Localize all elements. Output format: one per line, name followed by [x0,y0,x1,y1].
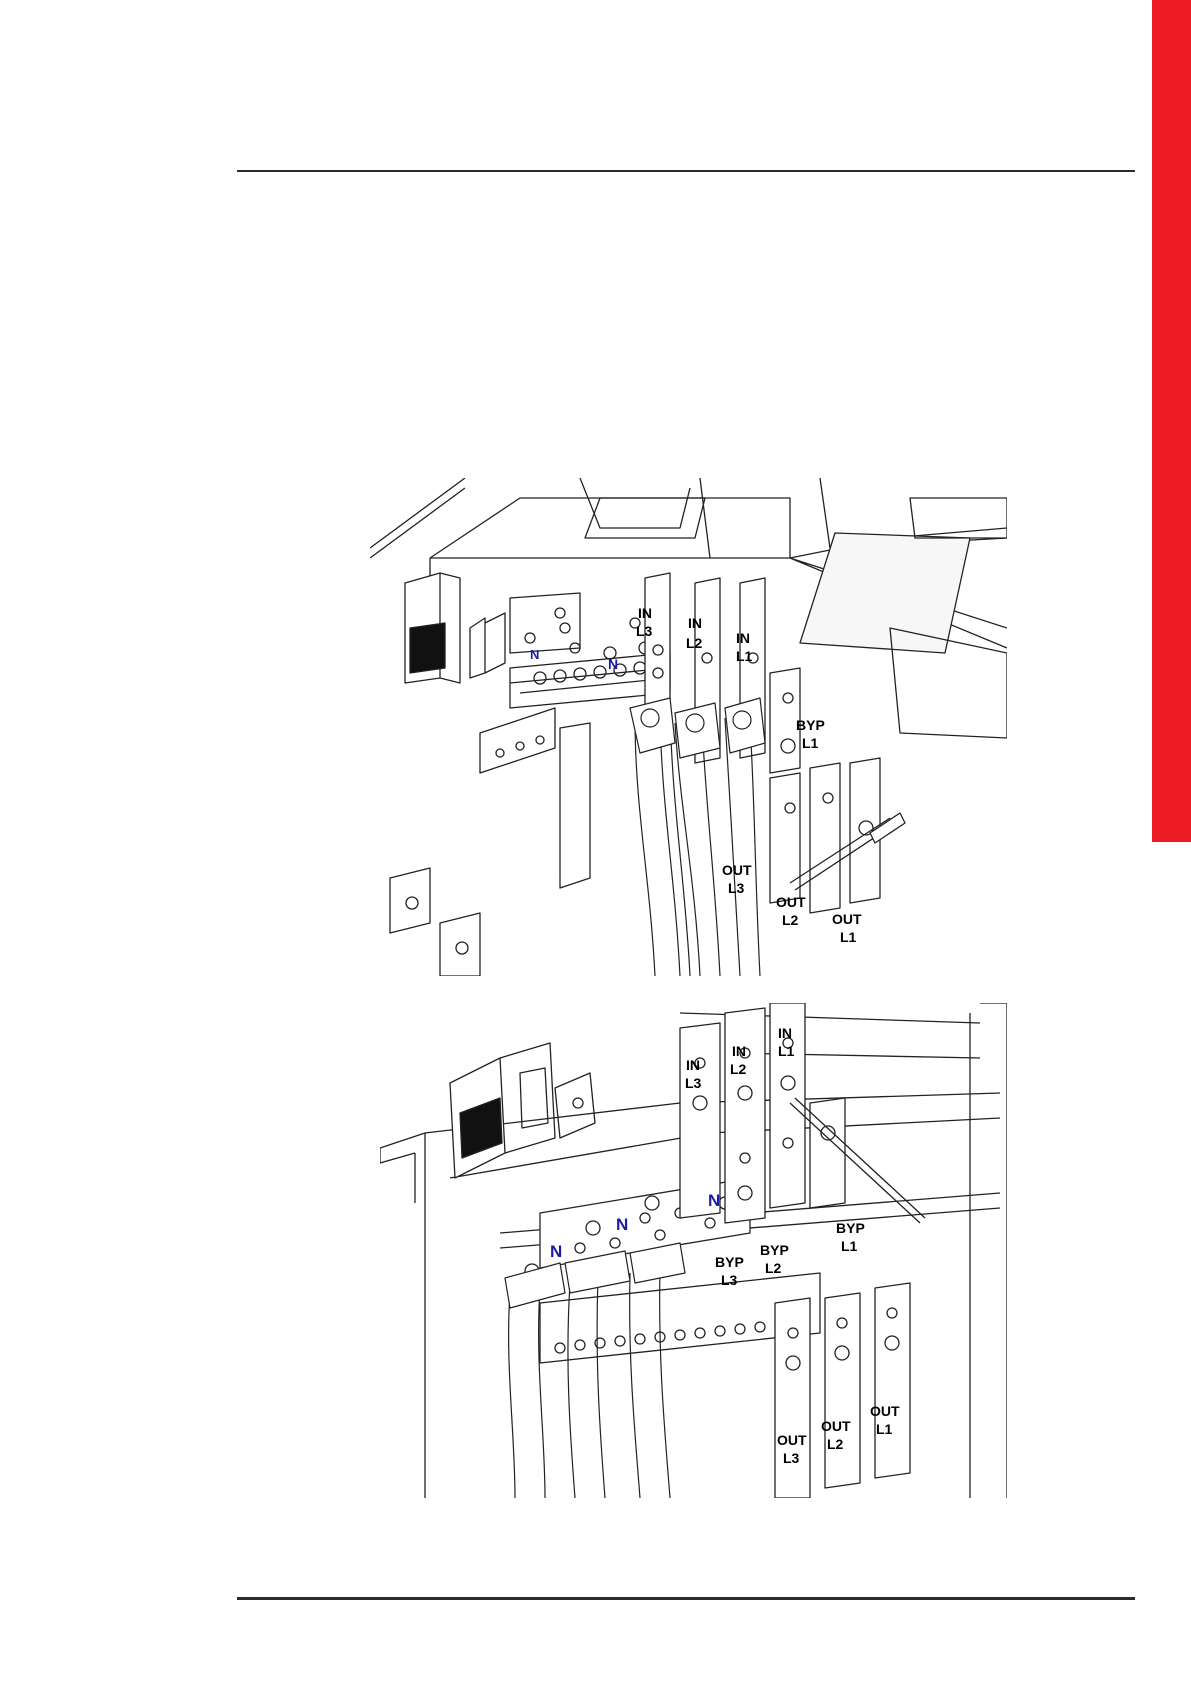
label-byp-l3-line2: L3 [721,1272,738,1288]
label-byp-l1-line1: BYP [836,1220,865,1236]
label-out-l3-line2: L3 [728,880,745,896]
label-n1: N [530,647,539,662]
cables [505,1243,685,1498]
label-out-l1-line2: L1 [876,1421,893,1437]
footer-rule [237,1597,1135,1600]
label-out-l3-line1: OUT [722,862,752,878]
label-n1: N [550,1242,562,1261]
label-in-l3-line2: L3 [685,1075,702,1091]
label-n2: N [608,656,618,672]
label-in-l3-line1: IN [686,1057,700,1073]
label-in-l1-line1: IN [736,630,750,646]
label-out-l1-line2: L1 [840,929,857,945]
label-byp-l3-line1: BYP [715,1254,744,1270]
label-byp-l1-line2: L1 [802,735,819,751]
label-byp-l2-line1: BYP [760,1242,789,1258]
label-byp-l2-line2: L2 [765,1260,782,1276]
lower-terminals [540,1273,910,1498]
figure-terminal-connections-bottom: IN L3 IN L2 IN L1 N N N BYP L3 BYP L2 BY… [380,1003,1007,1498]
label-out-l1-line1: OUT [870,1403,900,1419]
chapter-color-tab [1152,0,1191,842]
left-brackets [390,708,590,976]
label-out-l2-line1: OUT [821,1418,851,1434]
label-out-l2-line2: L2 [827,1436,844,1452]
label-n2: N [616,1215,628,1234]
label-in-l1-line1: IN [778,1025,792,1041]
label-in-l3-line1: IN [638,605,652,621]
label-n3: N [708,1191,720,1210]
label-out-l3-line2: L3 [783,1450,800,1466]
label-out-l3-line1: OUT [777,1432,807,1448]
screwdriver [790,813,905,890]
label-byp-l1-line1: BYP [796,717,825,733]
label-in-l2-line2: L2 [686,635,703,651]
cabinet-outline [370,478,1007,738]
header-rule [237,170,1135,172]
label-out-l2-line1: OUT [776,894,806,910]
figure-terminal-connections-top: IN L3 IN L2 IN L1 N N BYP L1 OUT L3 OUT … [370,478,1007,976]
label-out-l2-line2: L2 [782,912,799,928]
label-out-l1-line1: OUT [832,911,862,927]
breaker-block [450,1043,595,1178]
cables [630,698,765,976]
label-in-l2-line1: IN [732,1043,746,1059]
label-in-l2-line2: L2 [730,1061,747,1077]
label-in-l1-line2: L1 [778,1043,795,1059]
label-in-l1-line2: L1 [736,648,753,664]
phase-busbars [680,1003,845,1223]
label-in-l3-line2: L3 [636,623,653,639]
label-in-l2-line1: IN [688,615,702,631]
label-byp-l1-line2: L1 [841,1238,858,1254]
